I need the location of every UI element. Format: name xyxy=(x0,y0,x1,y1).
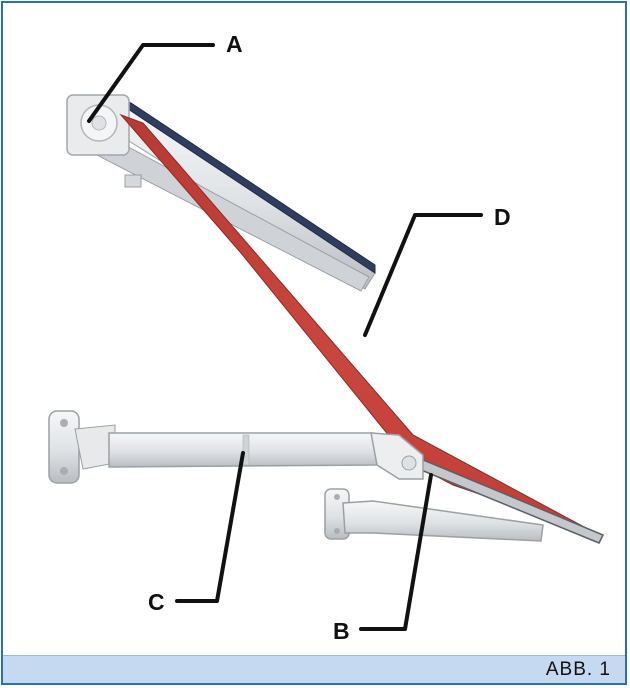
awning-illustration: A D C B xyxy=(48,31,605,644)
elbow-joint xyxy=(370,432,424,480)
leader-line-a xyxy=(87,43,215,123)
callout-label-c: C xyxy=(148,589,165,615)
callout-label-a: A xyxy=(226,31,243,57)
callout-label-b: B xyxy=(333,618,350,644)
callout-lines xyxy=(87,43,483,631)
leader-line-d xyxy=(363,213,483,337)
upper-folding-arm xyxy=(48,410,380,484)
end-cap xyxy=(66,94,130,156)
callout-label-d: D xyxy=(494,204,511,230)
lower-folding-arm xyxy=(324,488,544,542)
figure-caption: ABB. 1 xyxy=(545,659,611,680)
caption-bar: ABB. 1 xyxy=(3,655,625,683)
leader-line-b xyxy=(359,473,433,631)
leader-line-c xyxy=(175,451,245,603)
